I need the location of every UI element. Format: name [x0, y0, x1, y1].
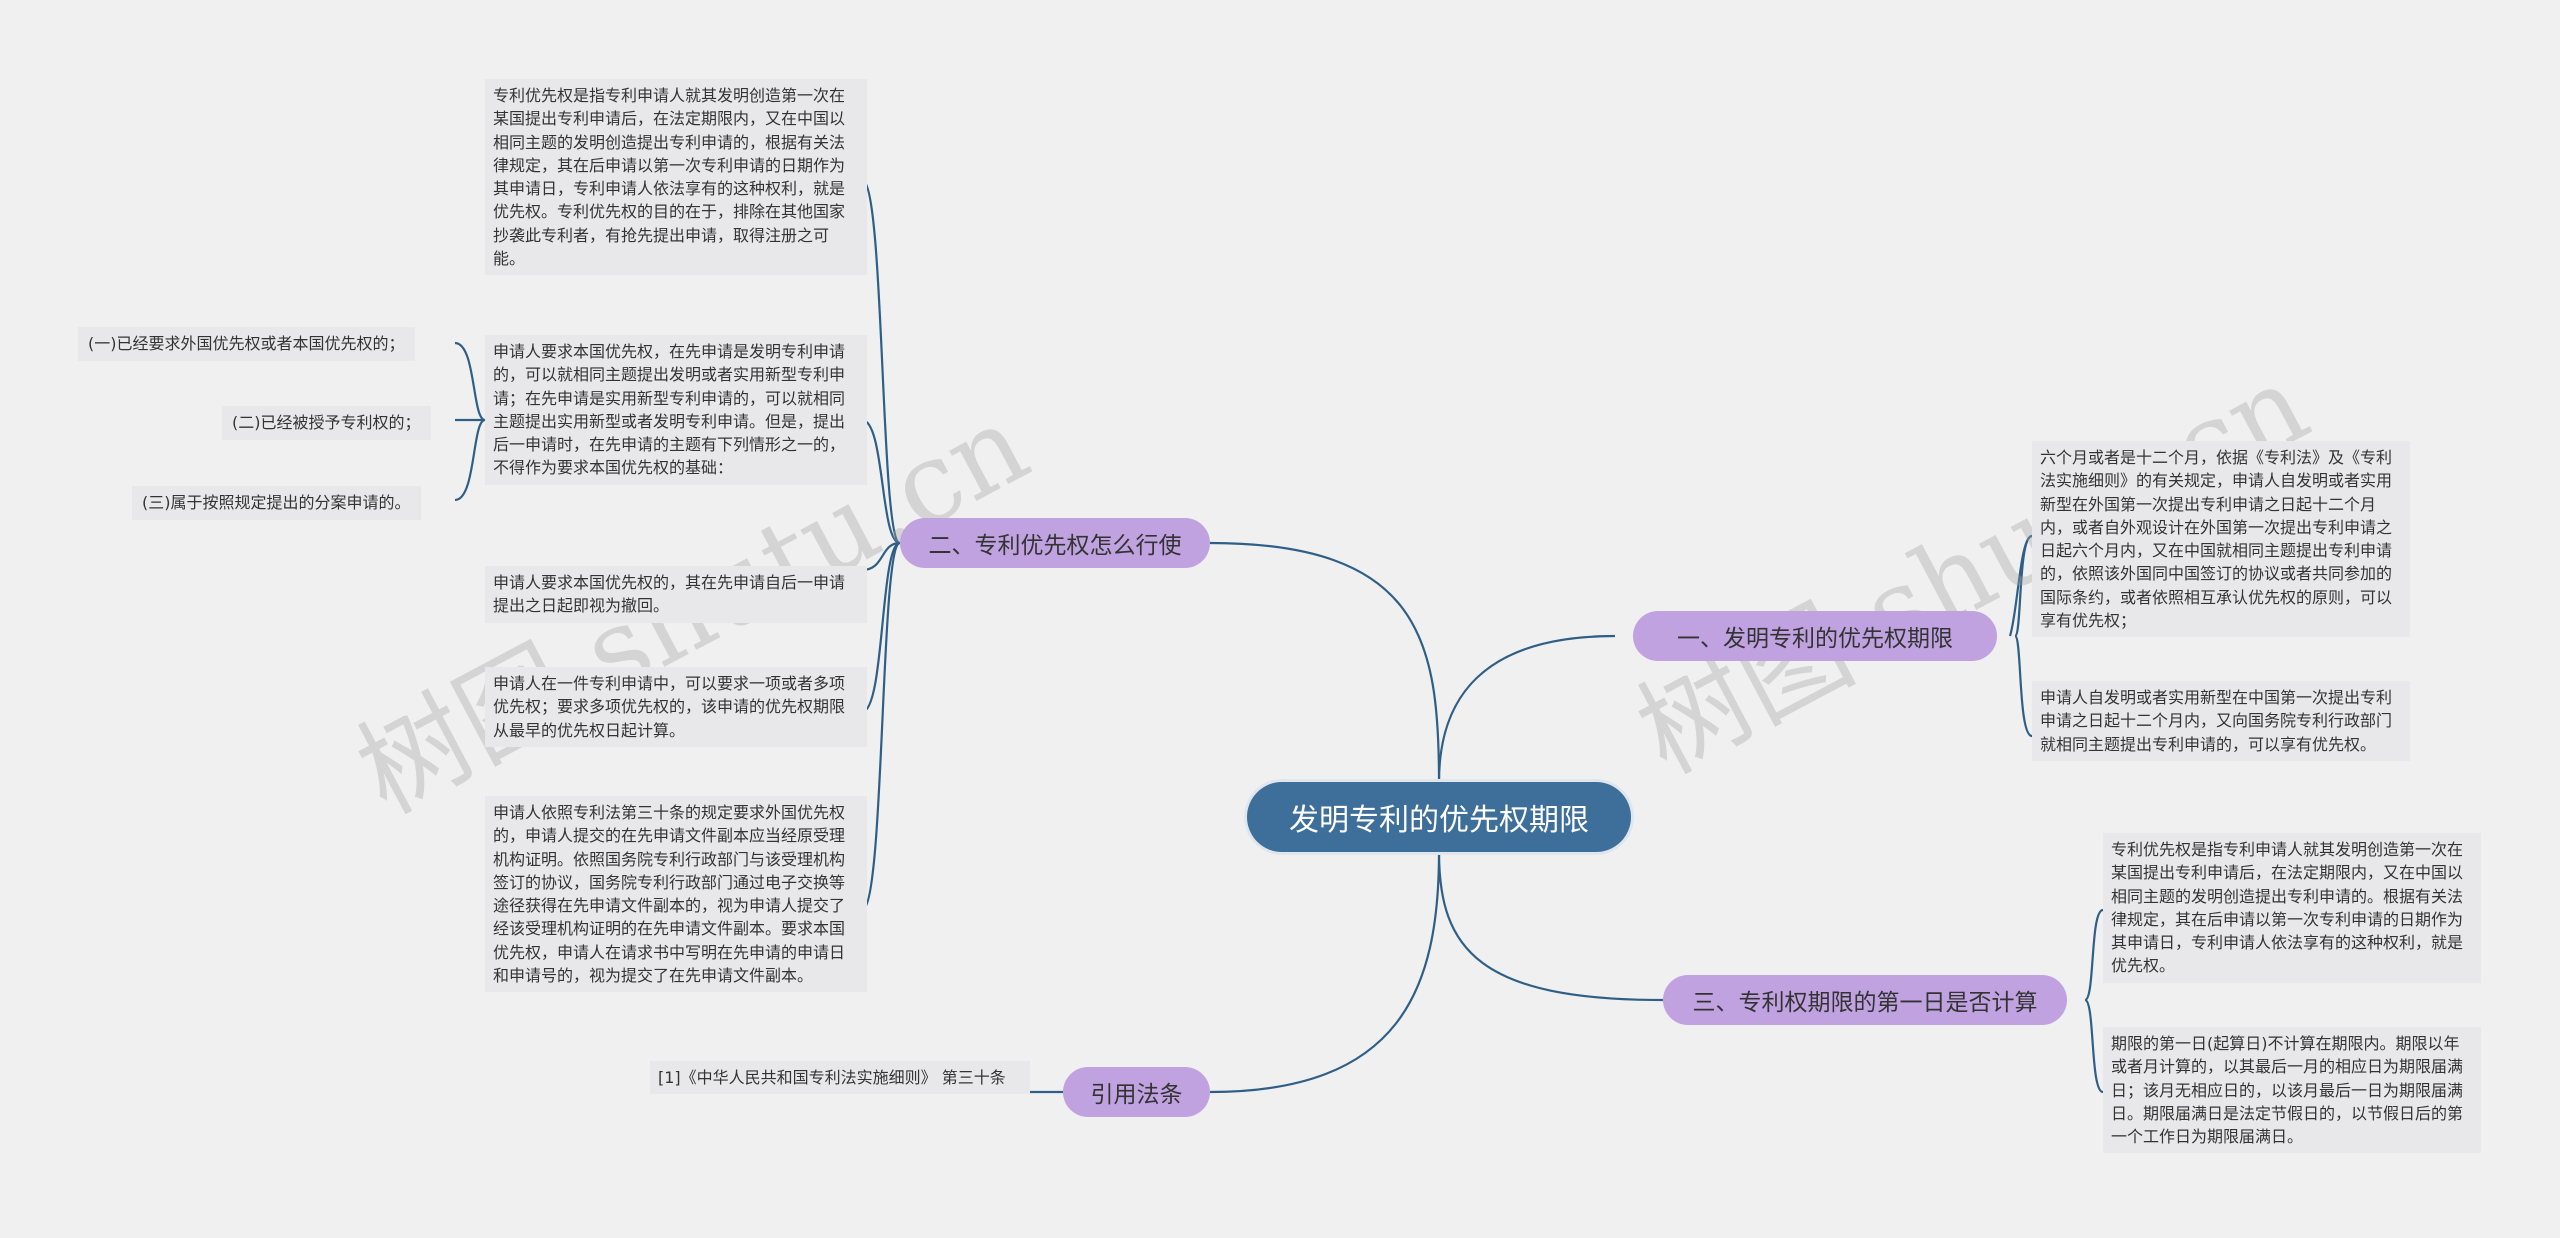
link-b2-leaves: [860, 178, 902, 912]
root-node[interactable]: 发明专利的优先权期限: [1247, 782, 1631, 852]
leaf-exercise-2: 申请人要求本国优先权，在先申请是发明专利申请的，可以就相同主题提出发明或者实用新…: [485, 335, 867, 485]
leaf-sub-condition-1: (一)已经要求外国优先权或者本国优先权的；: [78, 327, 415, 361]
link-b1-bracket: [2013, 534, 2033, 738]
link-b3-leaves: [2083, 908, 2104, 1094]
branch-node-first-day[interactable]: 三、专利权期限的第一日是否计算: [1663, 975, 2067, 1025]
leaf-exercise-5: 申请人依照专利法第三十条的规定要求外国优先权的，申请人提交的在先申请文件副本应当…: [485, 796, 867, 993]
leaf-first-day-1: 专利优先权是指专利申请人就其发明创造第一次在某国提出专利申请后，在法定期限内，又…: [2103, 833, 2481, 983]
leaf-sub-condition-3: (三)属于按照规定提出的分案申请的。: [132, 486, 421, 520]
branch-node-how-to-exercise[interactable]: 二、专利优先权怎么行使: [900, 518, 1210, 568]
branch-node-cited-law[interactable]: 引用法条: [1063, 1067, 1210, 1117]
link-root-b2: [1209, 541, 1441, 783]
leaf-exercise-3: 申请人要求本国优先权的，其在先申请自后一申请提出之日起即视为撤回。: [485, 566, 867, 623]
link-root-b4: [1209, 851, 1441, 1094]
leaf-priority-period-1: 六个月或者是十二个月，依据《专利法》及《专利法实施细则》的有关规定，申请人自发明…: [2032, 441, 2410, 638]
leaf-exercise-4: 申请人在一件专利申请中，可以要求一项或者多项优先权；要求多项优先权的，该申请的优…: [485, 667, 867, 747]
leaf-sub-condition-2: (二)已经被授予专利权的；: [222, 406, 431, 440]
link-root-b1: [1437, 634, 1616, 783]
link-root-b3: [1437, 851, 1664, 1002]
leaf-priority-period-2: 申请人自发明或者实用新型在中国第一次提出专利申请之日起十二个月内，又向国务院专利…: [2032, 681, 2410, 761]
leaf-exercise-1: 专利优先权是指专利申请人就其发明创造第一次在某国提出专利申请后，在法定期限内，又…: [485, 79, 867, 276]
leaf-cited-law: [1]《中华人民共和国专利法实施细则》 第三十条: [650, 1061, 1030, 1095]
link-b2-2-sub: [454, 341, 486, 502]
branch-node-priority-period[interactable]: 一、发明专利的优先权期限: [1633, 611, 1997, 661]
leaf-first-day-2: 期限的第一日(起算日)不计算在期限内。期限以年或者月计算的，以其最后一月的相应日…: [2103, 1027, 2481, 1154]
